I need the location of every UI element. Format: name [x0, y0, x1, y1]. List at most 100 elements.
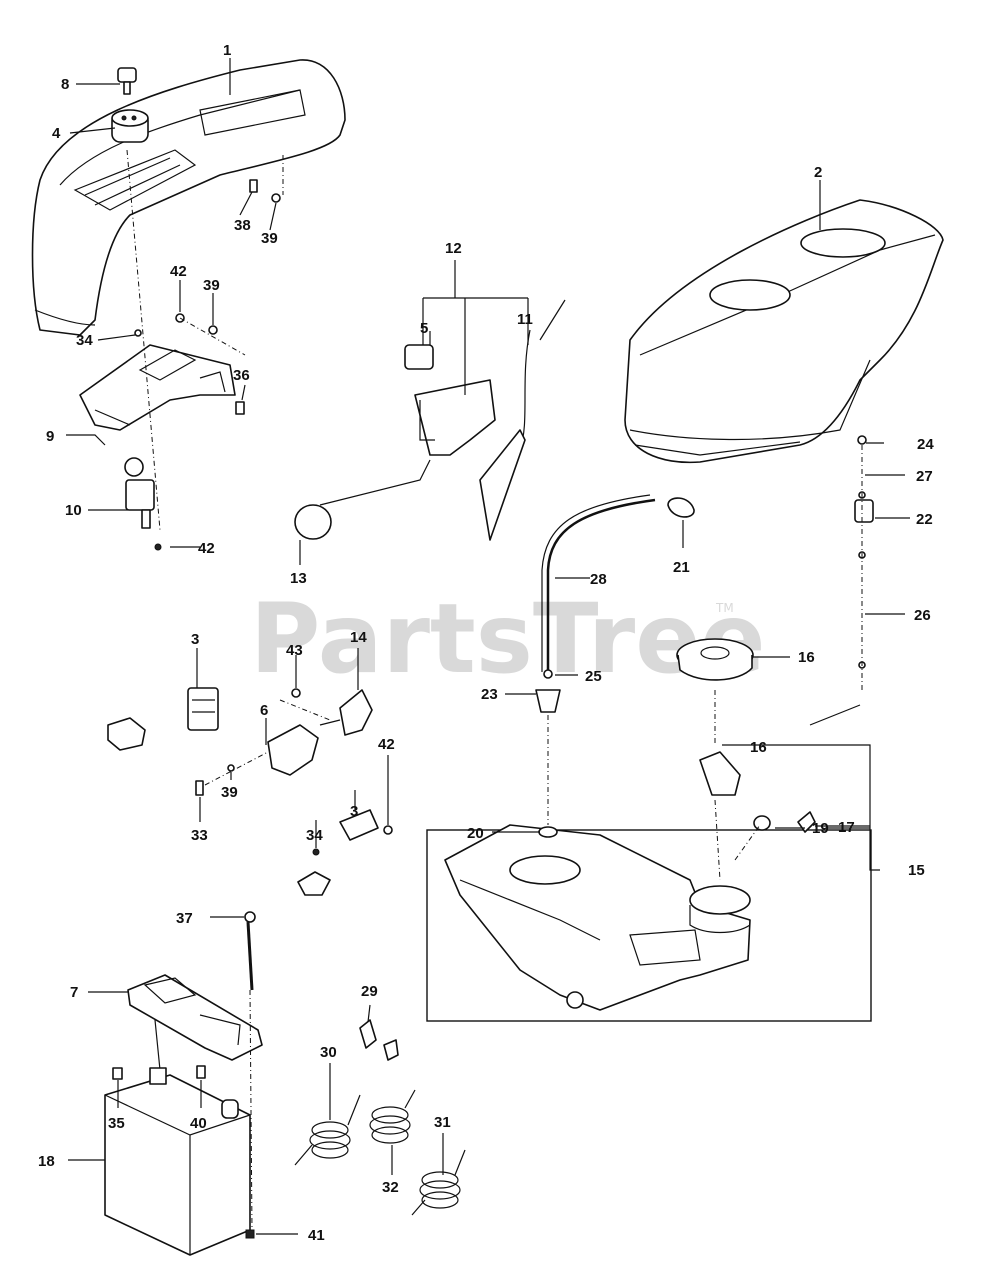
callout-40: 40	[190, 1115, 207, 1132]
callout-13: 13	[290, 570, 307, 587]
callout-16a: 16	[798, 649, 815, 666]
part-switch-3a[interactable]	[187, 687, 219, 731]
part-clip-22[interactable]	[809, 435, 874, 726]
callout-37: 37	[176, 910, 193, 927]
callout-11: 11	[517, 311, 533, 328]
part-connector-loose[interactable]	[107, 717, 146, 751]
part-cable-30[interactable]	[294, 1094, 361, 1166]
part-switch-3b[interactable]	[339, 809, 379, 841]
callout-8: 8	[61, 76, 69, 93]
part-nut-42b[interactable]	[154, 543, 162, 551]
part-bracket[interactable]	[79, 344, 236, 431]
part-switch-14[interactable]	[319, 689, 373, 736]
part-fuel-tank[interactable]	[444, 824, 751, 1011]
part-nut-40[interactable]	[196, 1065, 206, 1079]
callout-34b: 34	[306, 827, 323, 844]
part-screw-36[interactable]	[235, 401, 245, 415]
callout-9: 9	[46, 428, 54, 445]
callout-6: 6	[260, 702, 268, 719]
callout-15: 15	[908, 862, 925, 879]
part-nut-43[interactable]	[291, 688, 301, 698]
callout-39c: 39	[221, 784, 238, 801]
part-screw-38[interactable]	[249, 179, 258, 193]
callout-labels: 1 2 3 3 4 5 6 7 8 9 10 11 12 13 14 15 16…	[38, 42, 934, 1244]
callout-32: 32	[382, 1179, 399, 1196]
callout-22: 22	[916, 511, 933, 528]
callout-14: 14	[350, 629, 367, 646]
callout-4: 4	[52, 125, 61, 142]
callout-16b: 16	[750, 739, 767, 756]
part-terminal-29[interactable]	[359, 1019, 399, 1061]
part-nut-41[interactable]	[245, 1229, 255, 1239]
part-throttle-assembly[interactable]	[294, 299, 566, 541]
part-fuel-line[interactable]	[541, 494, 656, 672]
part-hold-down-rod[interactable]	[244, 911, 256, 991]
part-nut-39c[interactable]	[227, 764, 235, 772]
part-clamp-25[interactable]	[543, 669, 553, 679]
part-key[interactable]	[117, 67, 137, 95]
part-nut-39b[interactable]	[208, 325, 218, 335]
part-bushing-19[interactable]	[753, 815, 771, 831]
part-dash-panel[interactable]	[31, 59, 346, 336]
callout-35: 35	[108, 1115, 125, 1132]
part-nut-42c[interactable]	[383, 825, 393, 835]
part-grommet-21[interactable]	[667, 497, 695, 518]
callout-30: 30	[320, 1044, 337, 1061]
callout-39b: 39	[203, 277, 220, 294]
part-grommet-20[interactable]	[538, 826, 558, 838]
callout-41: 41	[308, 1227, 325, 1244]
part-battery-tray[interactable]	[127, 974, 263, 1071]
part-cable-32[interactable]	[369, 1089, 416, 1144]
callout-1: 1	[223, 42, 231, 59]
part-cap-gasket[interactable]	[699, 751, 741, 796]
callout-42c: 42	[378, 736, 395, 753]
part-nut-34a[interactable]	[134, 329, 142, 337]
watermark: PartsTree	[250, 583, 765, 695]
callout-43: 43	[286, 642, 303, 659]
callout-7: 7	[70, 984, 78, 1001]
part-nut-34b[interactable]	[312, 848, 320, 856]
callout-24: 24	[917, 436, 934, 453]
part-hood[interactable]	[624, 199, 944, 464]
callout-10: 10	[65, 502, 82, 519]
part-switch-6[interactable]	[267, 724, 319, 776]
part-cable-31[interactable]	[411, 1149, 466, 1216]
callout-5: 5	[420, 320, 428, 337]
part-screw-33[interactable]	[195, 780, 204, 796]
watermark-tm: TM	[715, 601, 734, 615]
callout-31: 31	[434, 1114, 451, 1131]
callout-21: 21	[673, 559, 690, 576]
part-fuel-filter[interactable]	[535, 689, 561, 713]
callout-42b: 42	[198, 540, 215, 557]
part-fuel-cap[interactable]	[676, 638, 754, 681]
callout-3a: 3	[191, 631, 199, 648]
part-nut-39a[interactable]	[271, 193, 281, 203]
part-connector-boot[interactable]	[297, 871, 331, 896]
part-fitting-17[interactable]	[797, 811, 816, 833]
callout-42a: 42	[170, 263, 187, 280]
callout-26: 26	[914, 607, 931, 624]
callout-23: 23	[481, 686, 498, 703]
fuel-tank-group-frame	[426, 829, 872, 1022]
callout-36: 36	[233, 367, 250, 384]
callout-17: 17	[838, 819, 855, 836]
part-battery[interactable]	[104, 1067, 251, 1256]
callout-18: 18	[38, 1153, 55, 1170]
callout-20: 20	[467, 825, 484, 842]
callout-12: 12	[445, 240, 462, 257]
part-ignition-switch[interactable]	[111, 109, 149, 143]
callout-29: 29	[361, 983, 378, 1000]
callout-38: 38	[234, 217, 251, 234]
callout-2: 2	[814, 164, 822, 181]
leader-lines	[66, 58, 910, 1235]
part-bolt-35[interactable]	[112, 1067, 123, 1080]
callout-19: 19	[812, 820, 829, 837]
callout-3b: 3	[350, 803, 358, 820]
callout-27: 27	[916, 468, 933, 485]
callout-34a: 34	[76, 332, 93, 349]
callout-33: 33	[191, 827, 208, 844]
part-interlock-switch[interactable]	[124, 457, 155, 529]
callout-39a: 39	[261, 230, 278, 247]
callout-28: 28	[590, 571, 607, 588]
